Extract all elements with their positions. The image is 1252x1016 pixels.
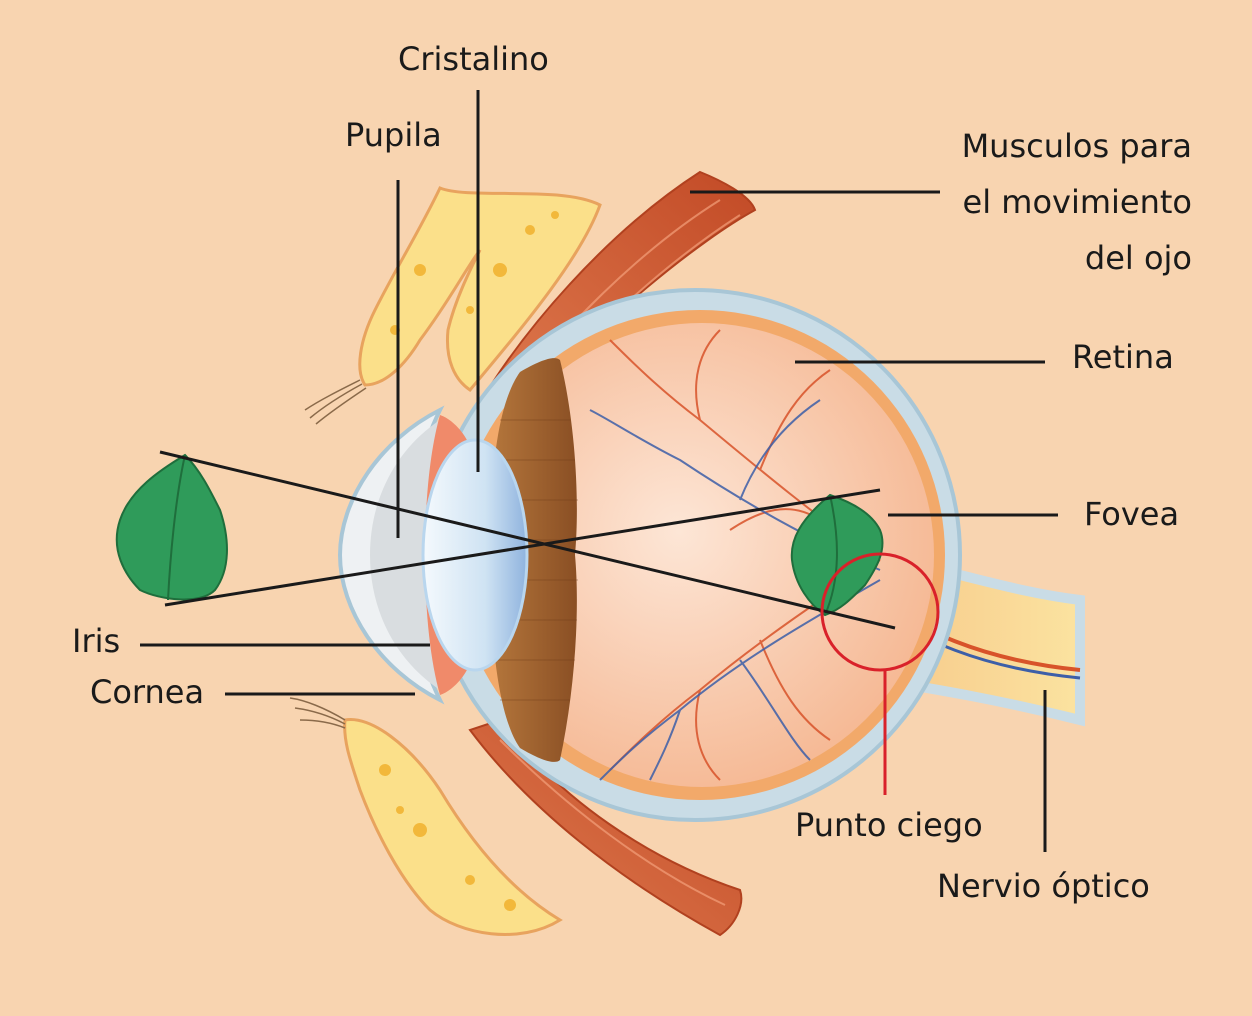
upper-orbital-bone xyxy=(304,186,602,425)
leaf-image-on-retina xyxy=(790,493,884,617)
label-cornea: Cornea xyxy=(90,673,205,711)
label-musculos-line-1: Musculos para xyxy=(961,127,1192,165)
leaf-object xyxy=(115,453,228,601)
label-musculos-line-3: del ojo xyxy=(1084,239,1192,277)
label-fovea: Fovea xyxy=(1084,495,1180,533)
label-nervio-optico: Nervio óptico xyxy=(937,867,1150,905)
label-musculos-line-2: el movimiento xyxy=(962,183,1192,221)
light-rays xyxy=(159,450,896,630)
lower-orbital-bone xyxy=(289,697,563,936)
label-musculos: Musculos para el movimiento del ojo xyxy=(962,118,1192,286)
label-pupila: Pupila xyxy=(345,116,442,154)
label-iris: Iris xyxy=(72,622,121,660)
label-cristalino: Cristalino xyxy=(398,40,549,78)
label-retina: Retina xyxy=(1072,338,1174,376)
blind-spot-marker xyxy=(820,552,940,795)
label-punto-ciego: Punto ciego xyxy=(795,806,983,844)
leader-lines xyxy=(140,90,1058,852)
